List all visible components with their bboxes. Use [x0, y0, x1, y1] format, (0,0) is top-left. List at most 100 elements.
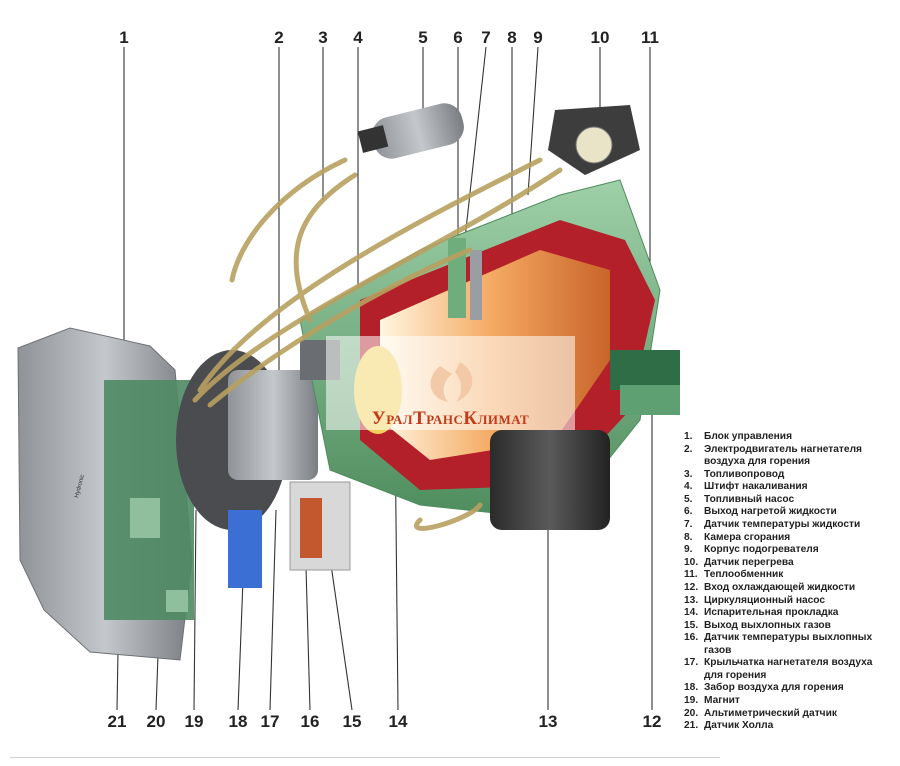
fuel-pump-connector [357, 125, 389, 153]
legend-number: 2. [684, 443, 693, 455]
combustion-air-intake [228, 510, 262, 588]
parts-legend: 1. Блок управления 2. Электродвигатель нагн… [684, 431, 894, 733]
legend-number: 14. [684, 607, 699, 619]
legend-number: 20. [684, 707, 699, 719]
legend-text: Датчик температуры выхлопных газов [704, 632, 873, 656]
legend-number: 16. [684, 632, 699, 644]
legend-text: Датчик перегрева [704, 556, 794, 568]
callout-numbers: 1 2 3 4 5 6 7 8 9 10 11 12 13 14 15 16 1… [108, 28, 662, 731]
legend-item: 15. Выход выхлопных газов [684, 620, 894, 632]
callout-2: 2 [274, 28, 283, 47]
fuel-lines [192, 157, 563, 531]
legend-number: 9. [684, 544, 693, 556]
legend-text: Топливный насос [704, 493, 795, 505]
overheat-sensor-dial [575, 126, 613, 164]
legend-item: 21. Датчик Холла [684, 720, 894, 732]
callout-15: 15 [343, 712, 362, 731]
legend-text: Блок управления [704, 431, 793, 442]
legend-item: 1. Блок управления [684, 431, 894, 443]
fuel-pump [372, 103, 464, 159]
legend-text: Топливопровод [704, 468, 785, 480]
legend-item: 2. Электродвигатель нагнетателя воздуха д… [684, 444, 894, 469]
legend-number: 5. [684, 493, 693, 505]
legend-item: 19. Магнит [684, 695, 894, 707]
circulation-pump [490, 430, 610, 530]
legend-number: 10. [684, 556, 699, 568]
callout-3: 3 [318, 28, 327, 47]
legend-text: Магнит [704, 694, 740, 706]
coolant-inlet-pipe [620, 385, 680, 415]
callout-10: 10 [591, 28, 610, 47]
bottom-divider [10, 757, 720, 758]
legend-text: Альтиметрический датчик [704, 707, 837, 719]
callout-19: 19 [185, 712, 204, 731]
coolant-inlet [610, 350, 680, 390]
legend-number: 6. [684, 506, 693, 518]
legend-text: Крыльчатка нагнетателя воздуха для горен… [704, 657, 873, 681]
legend-number: 19. [684, 694, 699, 706]
legend-item: 12. Вход охлаждающей жидкости [684, 582, 894, 594]
legend-item: 20. Альтиметрический датчик [684, 708, 894, 720]
legend-number: 17. [684, 657, 699, 669]
legend-number: 18. [684, 682, 699, 694]
callout-14: 14 [389, 712, 408, 731]
legend-text: Камера сгорания [704, 531, 791, 543]
legend-number: 8. [684, 531, 693, 543]
legend-number: 1. [684, 431, 693, 442]
callout-9: 9 [533, 28, 542, 47]
legend-text: Вход охлаждающей жидкости [704, 581, 856, 593]
callout-4: 4 [353, 28, 363, 47]
legend-item: 16. Датчик температуры выхлопных газов [684, 632, 894, 657]
legend-item: 6. Выход нагретой жидкости [684, 506, 894, 518]
unit-brand-label: Hydronic [74, 474, 86, 498]
callout-16: 16 [301, 712, 320, 731]
legend-item: 14. Испарительная прокладка [684, 607, 894, 619]
legend-text: Испарительная прокладка [704, 607, 839, 619]
altimetric-sensor [166, 590, 188, 612]
callout-20: 20 [147, 712, 166, 731]
legend-text: Забор воздуха для горения [704, 682, 844, 694]
watermark-text: УралТрансКлимат [371, 408, 530, 429]
hot-liquid-outlet [448, 238, 466, 318]
legend-number: 21. [684, 720, 699, 732]
legend-text: Датчик температуры жидкости [704, 518, 861, 530]
exhaust-temp-sensor [300, 498, 322, 558]
legend-number: 3. [684, 468, 693, 480]
callout-12: 12 [643, 712, 662, 731]
legend-text: Выход нагретой жидкости [704, 506, 837, 518]
legend-number: 15. [684, 619, 699, 631]
hall-sensor [130, 498, 160, 538]
legend-item: 10. Датчик перегрева [684, 557, 894, 569]
callout-5: 5 [418, 28, 427, 47]
callout-21: 21 [108, 712, 127, 731]
liquid-temp-sensor [470, 250, 482, 320]
legend-text: Корпус подогревателя [704, 544, 819, 556]
legend-number: 12. [684, 581, 699, 593]
callout-7: 7 [481, 28, 490, 47]
watermark-panel: УралТрансКлимат [326, 336, 575, 430]
blower-motor [228, 370, 318, 480]
legend-text: Теплообменник [704, 569, 784, 581]
legend-item: 17. Крыльчатка нагнетателя воздуха для го… [684, 657, 894, 682]
legend-item: 18. Забор воздуха для горения [684, 682, 894, 694]
legend-text: Датчик Холла [704, 720, 774, 732]
legend-number: 7. [684, 518, 693, 530]
legend-item: 7. Датчик температуры жидкости [684, 519, 894, 531]
callout-11: 11 [641, 28, 659, 47]
callout-1: 1 [119, 28, 128, 47]
legend-text: Электродвигатель нагнетателя воздуха для… [704, 443, 862, 467]
legend-number: 11. [684, 569, 698, 581]
legend-text: Штифт накаливания [704, 481, 808, 493]
legend-item: 9. Корпус подогревателя [684, 544, 894, 556]
legend-item: 8. Камера сгорания [684, 532, 894, 544]
legend-item: 5. Топливный насос [684, 494, 894, 506]
legend-text: Циркуляционный насос [704, 594, 826, 606]
legend-item: 3. Топливопровод [684, 469, 894, 481]
legend-text: Выход выхлопных газов [704, 619, 831, 631]
legend-number: 4. [684, 481, 693, 493]
callout-17: 17 [261, 712, 280, 731]
legend-number: 13. [684, 594, 699, 606]
callout-13: 13 [539, 712, 558, 731]
callout-8: 8 [507, 28, 516, 47]
legend-item: 4. Штифт накаливания [684, 481, 894, 493]
